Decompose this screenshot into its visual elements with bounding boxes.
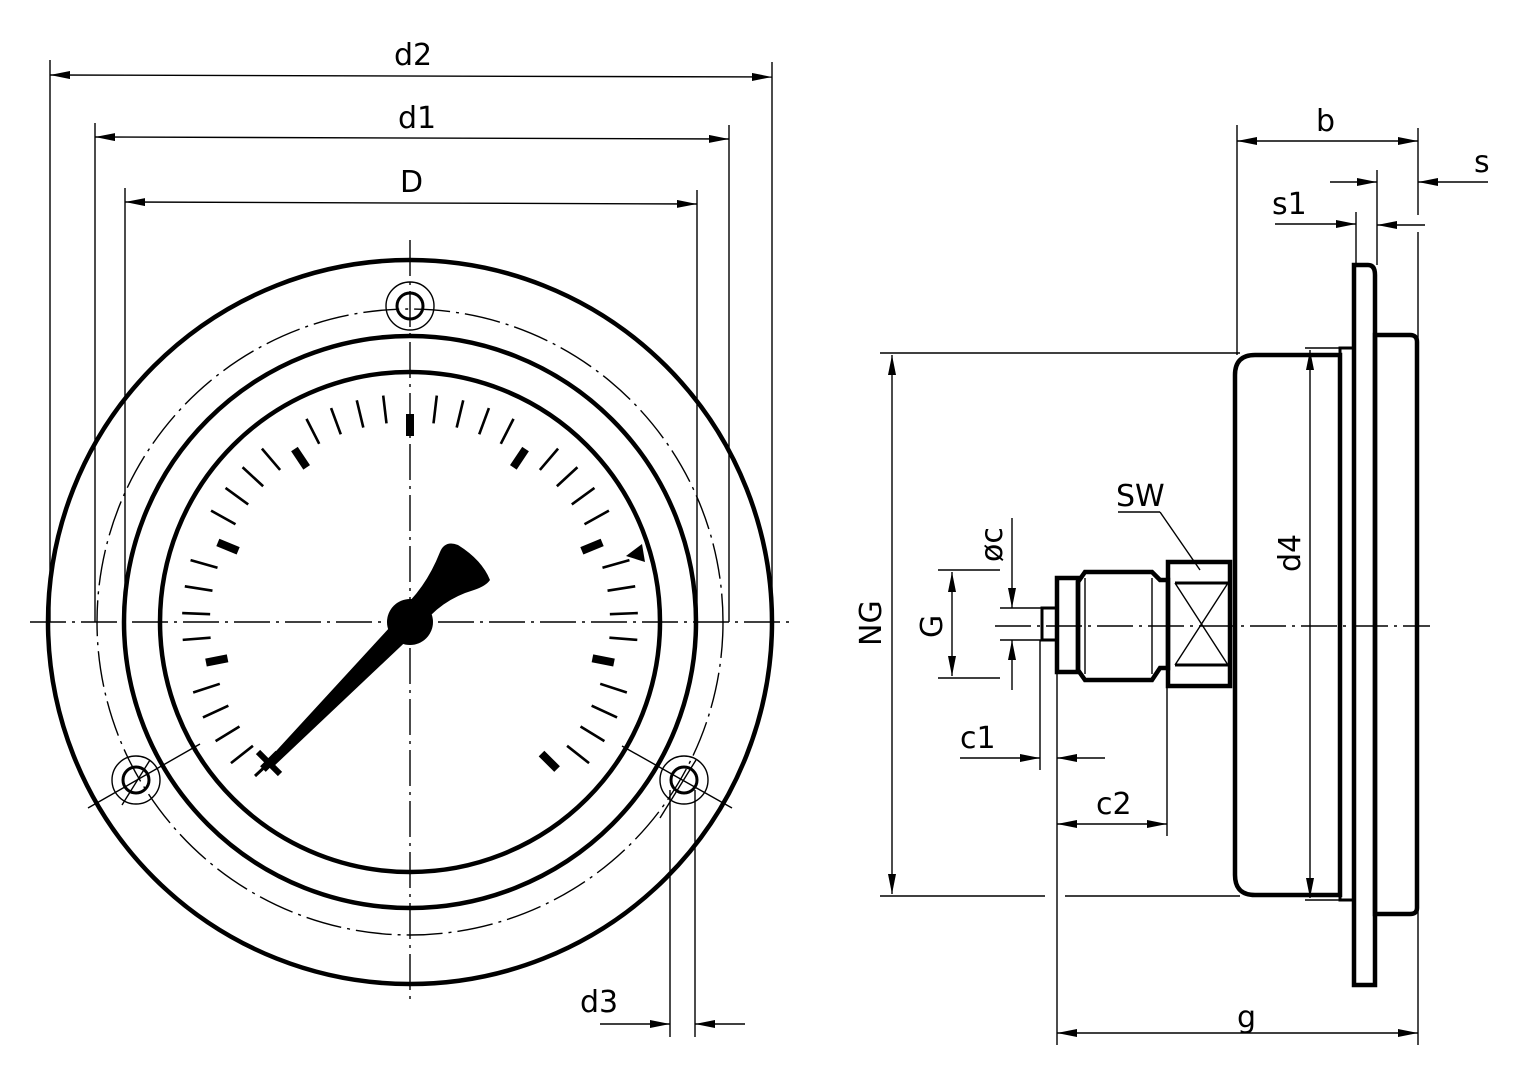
D-dimension-line xyxy=(124,198,698,208)
minor-tick xyxy=(609,611,638,616)
dial-circle xyxy=(157,369,663,875)
minor-tick xyxy=(224,486,249,506)
major-tick xyxy=(538,750,560,772)
flange-plate xyxy=(1351,262,1378,988)
minor-tick xyxy=(381,395,388,424)
major-tick xyxy=(591,654,615,667)
minor-tick xyxy=(241,466,265,488)
mounting-hole-right xyxy=(621,745,733,819)
minor-tick xyxy=(230,744,254,765)
minor-tick xyxy=(455,399,465,428)
minor-tick xyxy=(583,509,610,526)
d3-label: d3 xyxy=(580,985,618,1020)
c2-label: c2 xyxy=(1096,787,1132,822)
s-label: s xyxy=(1474,145,1490,180)
major-tick xyxy=(216,538,240,555)
minor-tick xyxy=(182,636,211,642)
SW-label: SW xyxy=(1116,479,1165,514)
minor-tick xyxy=(602,558,630,569)
minor-tick xyxy=(566,744,590,765)
minor-tick xyxy=(214,725,241,743)
gauge-pointer xyxy=(253,543,490,778)
front-view: d2 d1 D d3 xyxy=(30,38,790,1037)
minor-tick xyxy=(355,399,365,428)
minor-tick xyxy=(192,682,221,694)
s1-label: s1 xyxy=(1272,187,1307,222)
scale-ticks xyxy=(182,395,638,772)
major-tick xyxy=(510,446,529,470)
minor-tick xyxy=(591,704,618,719)
b-label: b xyxy=(1316,104,1335,139)
D-label: D xyxy=(400,165,423,200)
minor-tick xyxy=(182,611,211,616)
minor-tick xyxy=(260,447,282,471)
minor-tick xyxy=(210,509,237,526)
front-bezel xyxy=(1372,332,1420,917)
thread-section xyxy=(1040,569,1171,683)
mounting-hole-left xyxy=(87,743,201,809)
minor-tick xyxy=(599,682,628,694)
minor-tick xyxy=(478,407,491,435)
major-tick xyxy=(291,446,310,470)
SW-leader xyxy=(1159,511,1201,571)
mounting-hole-top xyxy=(385,281,435,331)
case-ring-circle xyxy=(121,333,699,911)
d2-label: d2 xyxy=(394,38,432,73)
bolt-circle xyxy=(96,308,724,936)
minor-tick xyxy=(579,725,606,743)
case-body xyxy=(1232,352,1343,898)
d1-dimension-line xyxy=(94,133,730,143)
minor-tick xyxy=(571,486,596,506)
minor-tick xyxy=(609,636,638,642)
minor-tick xyxy=(305,418,321,445)
minor-tick xyxy=(329,407,342,435)
minor-tick xyxy=(499,418,515,445)
g-label: g xyxy=(1237,1000,1256,1035)
c1-label: c1 xyxy=(960,721,996,756)
minor-tick xyxy=(607,585,636,592)
major-tick xyxy=(205,654,229,667)
minor-tick xyxy=(555,466,579,488)
NG-label: NG xyxy=(854,600,889,646)
d4-label: d4 xyxy=(1273,534,1308,572)
minor-tick xyxy=(202,704,229,719)
hex-nut xyxy=(1165,559,1233,689)
limit-marker-icon xyxy=(626,544,645,562)
G-label: G xyxy=(915,615,950,638)
major-tick xyxy=(580,538,604,555)
minor-tick xyxy=(184,585,213,592)
d1-label: d1 xyxy=(398,101,436,136)
d2-dimension-line xyxy=(49,71,773,81)
minor-tick xyxy=(432,395,439,424)
minor-tick xyxy=(538,447,560,471)
minor-tick xyxy=(190,558,218,569)
side-view: b s s1 SW g c1 c2 NG G øc d4 xyxy=(854,104,1490,1045)
phi-c-label: øc xyxy=(975,527,1010,562)
